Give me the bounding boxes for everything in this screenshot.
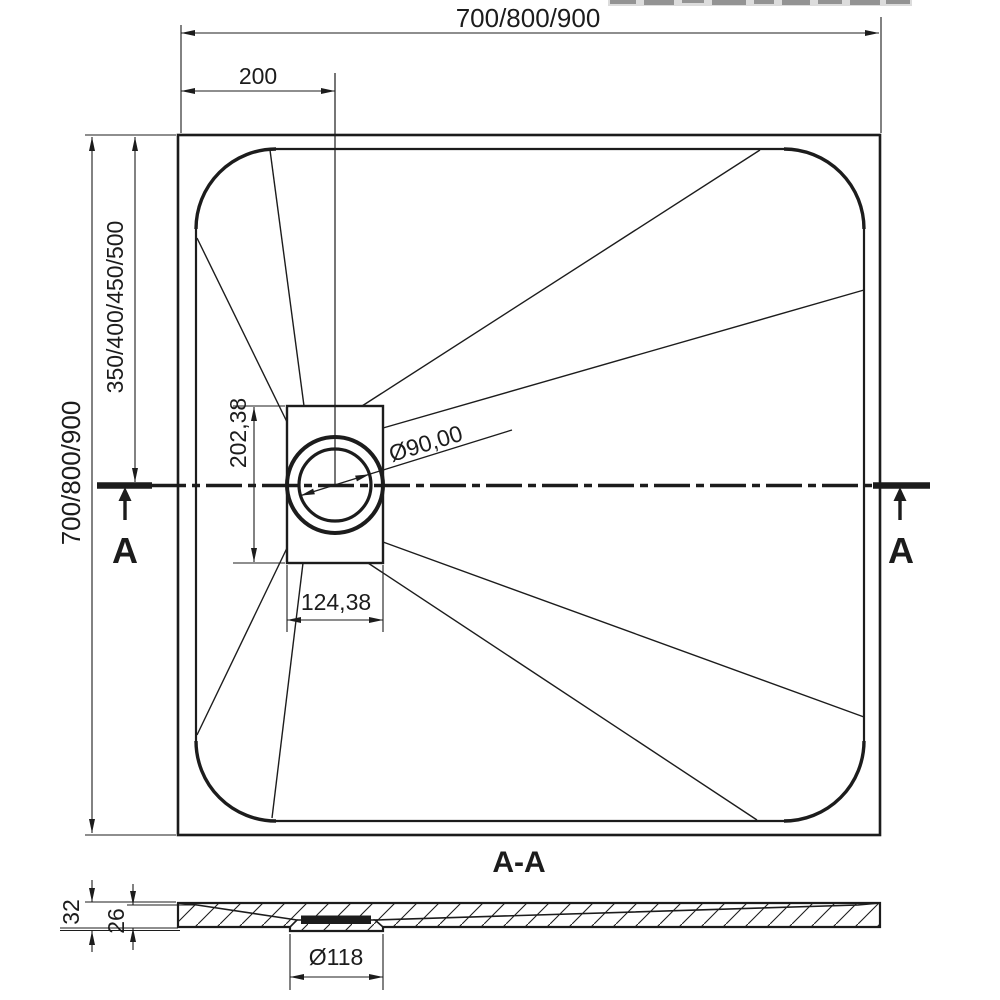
section-title: A-A <box>492 846 545 879</box>
drain-offset-y-label: 350/400/450/500 <box>102 221 128 394</box>
drain-box-width-label: 124,38 <box>301 589 371 615</box>
drain-box-height-label: 202,38 <box>225 398 251 468</box>
drain-hole-label: Ø118 <box>309 944 364 970</box>
section-outline <box>176 901 882 933</box>
drain-circle-inner <box>297 447 373 523</box>
drain-offset-x-label: 200 <box>239 63 277 89</box>
overall-height-label: 700/800/900 <box>56 401 86 546</box>
dim-overall-width: 700/800/900 <box>180 3 882 133</box>
dim-tray-depth: 26 <box>60 884 195 950</box>
dim-drain-offset-x: 200 <box>181 63 335 94</box>
tray-corner-arcs <box>194 147 866 823</box>
section-label-right: A <box>888 530 914 571</box>
section-view: A-A 32 26 <box>58 846 882 990</box>
section-marker-left: A <box>97 482 152 571</box>
section-marker-right: A <box>873 482 930 571</box>
section-drain-plate <box>301 915 371 924</box>
drain-diameter-label: Ø90,00 <box>386 420 466 467</box>
top-edge-artifact <box>608 0 912 6</box>
top-view: Ø90,00 700/800/900 200 700/800/900 <box>56 3 930 837</box>
dim-drain-hole: Ø118 <box>289 934 384 990</box>
dim-drain-box-height: 202,38 <box>225 398 285 564</box>
dim-drain-box-width: 124,38 <box>286 565 384 632</box>
dim-overall-thickness: 32 <box>58 880 180 952</box>
section-label-left: A <box>112 530 138 571</box>
dim-drain-offset-y: 350/400/450/500 <box>102 137 138 482</box>
tray-depth-label: 26 <box>103 908 129 934</box>
overall-width-label: 700/800/900 <box>456 3 601 33</box>
dim-overall-height: 700/800/900 <box>56 134 176 836</box>
slope-lines <box>196 149 865 821</box>
overall-thickness-label: 32 <box>58 899 84 925</box>
drain-circle-outer <box>285 435 385 535</box>
tray-inner-outline <box>194 147 866 823</box>
